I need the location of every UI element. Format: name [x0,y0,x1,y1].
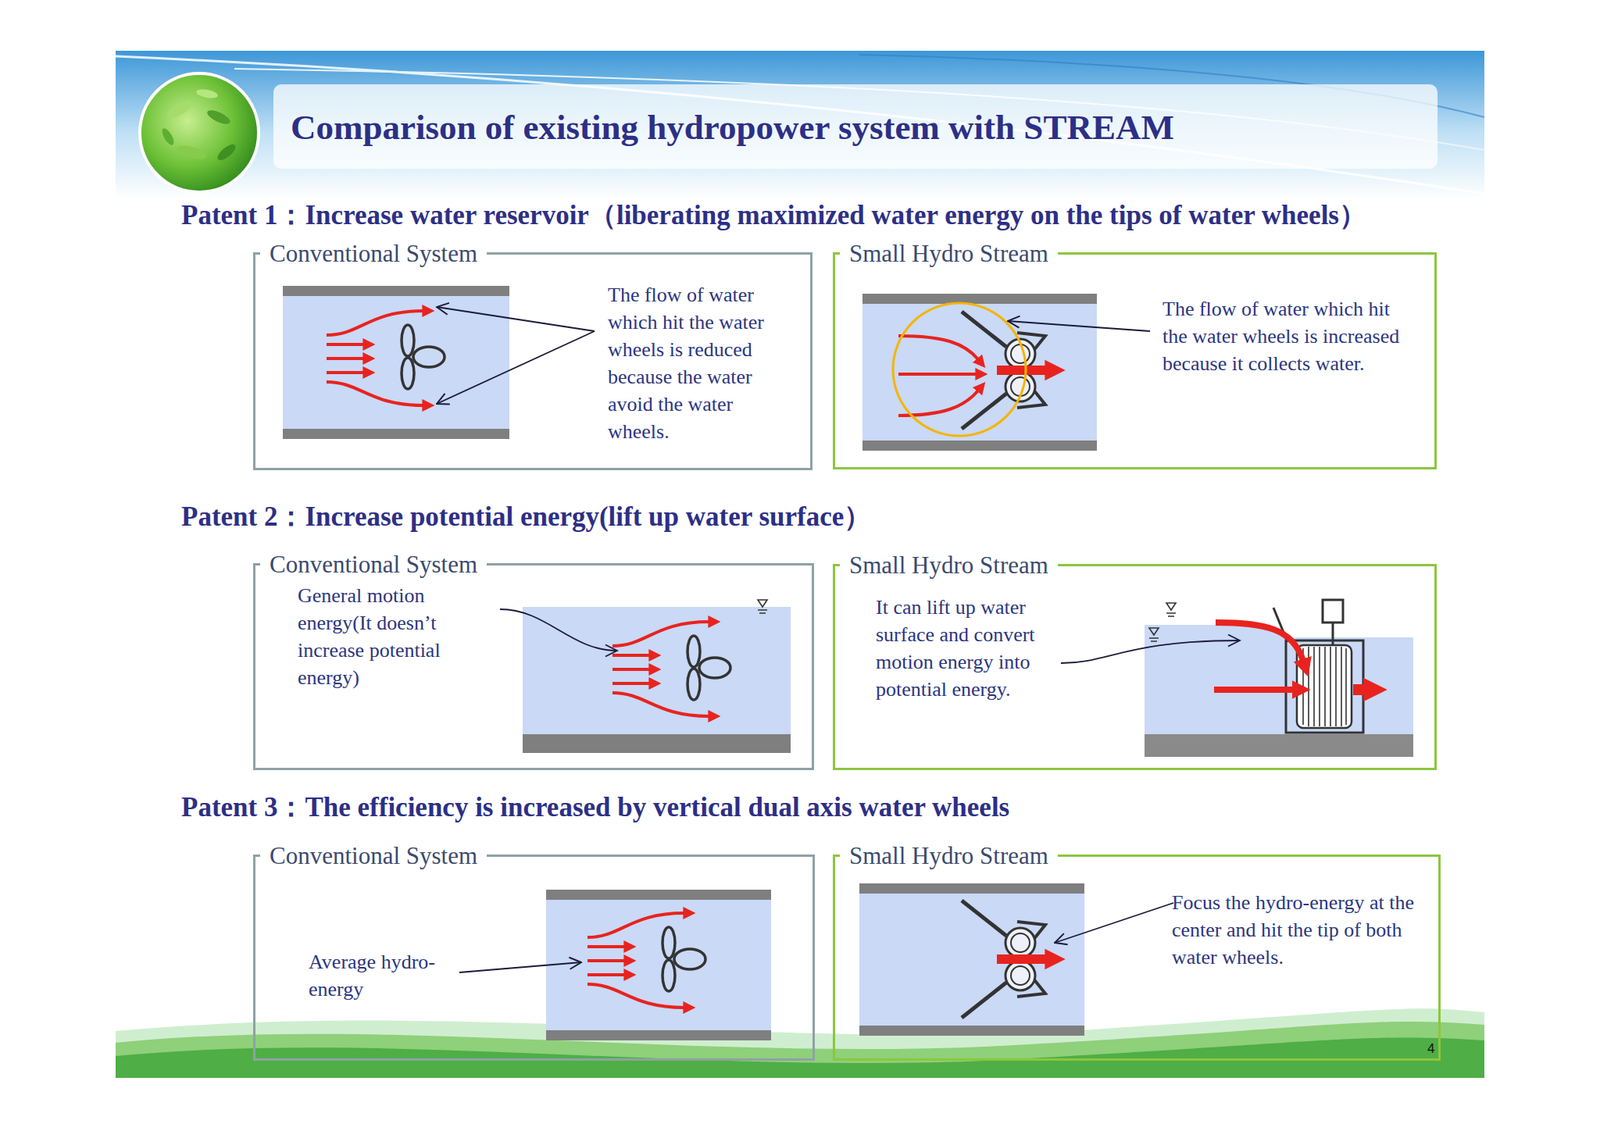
stream-illustration-3 [859,1025,1085,1036]
stream-illustration-2 [1332,622,1335,646]
stream-illustration-3 [859,883,1174,1036]
conventional-illustration-2 [522,607,791,754]
system-panel: Small Hydro StreamIt can lift up water s… [832,564,1437,771]
system-panel: Conventional SystemGeneral motion energy… [253,563,815,771]
stream-illustration-1 [961,311,1047,429]
conventional-illustration-3 [546,889,772,900]
stream-illustration-2 [1166,603,1176,617]
stream-illustration-2 [1144,734,1414,758]
stream-illustration-1 [862,440,1097,451]
callout-text: The flow of water which hit the water wh… [1162,295,1401,378]
stream-illustration-2 [1144,637,1414,758]
conventional-illustration-1 [436,307,595,332]
conventional-illustration-1 [436,331,595,404]
conventional-illustration-1 [282,285,595,440]
stream-illustration-1 [862,293,1150,451]
conventional-illustration-1 [282,285,510,297]
conventional-illustration-2 [687,635,731,700]
stream-illustration-1 [892,303,1026,436]
header-decoration [115,50,1485,200]
stream-illustration-2 [1149,628,1159,642]
stream-illustration-2 [1060,640,1240,664]
leaf-emblem [214,141,238,163]
callout-text: Average hydro-energy [308,948,442,1004]
stream-illustration-1 [862,293,1097,304]
page-number: 4 [1427,1041,1435,1058]
panel-heading: Small Hydro Stream [839,551,1058,580]
panel-heading: Conventional System [260,239,487,268]
leaf-emblem [160,126,177,147]
patent-heading: Patent 1：Increase water reservoir（libera… [181,199,1367,233]
patent-heading: Patent 3：The efficiency is increased by … [181,791,1010,825]
stream-illustration-3 [859,883,1085,1036]
conventional-illustration-1 [282,285,510,440]
stream-illustration-3 [961,900,1047,1018]
conventional-illustration-3 [459,962,582,973]
header-decoration [273,84,1438,169]
footer-waves [115,1008,1485,1079]
conventional-illustration-1 [401,325,445,390]
conventional-illustration-2 [500,600,791,754]
stream-illustration-2 [1149,628,1159,642]
leaf-emblem [139,73,259,193]
stream-illustration-1 [1007,321,1150,332]
footer-waves [115,1008,1485,1079]
stream-illustration-2 [1353,684,1366,696]
stream-illustration-3 [961,900,1047,1018]
callout-text: General motion energy(It doesn’t increas… [297,582,470,692]
stream-illustration-2 [1215,622,1304,661]
stream-illustration-1 [862,293,1097,451]
conventional-illustration-2 [522,734,791,754]
panel-heading: Conventional System [260,842,487,871]
stream-illustration-1 [898,335,979,360]
patent-heading: Patent 2：Increase potential energy(lift … [181,500,872,534]
conventional-illustration-3 [546,889,772,1041]
panel-heading: Conventional System [260,550,487,579]
stream-illustration-1 [961,311,1047,429]
conventional-illustration-3 [587,913,706,1008]
leaf-emblem [175,142,208,162]
stream-illustration-2 [1214,686,1294,693]
footer-waves [115,1021,1485,1079]
stream-illustration-2 [1166,603,1176,617]
footer-waves [115,1037,1485,1079]
conventional-illustration-2 [757,600,768,614]
leaf-emblem [139,73,259,193]
stream-illustration-2 [1303,646,1347,727]
leaf-emblem [195,88,218,100]
conventional-illustration-2 [757,600,768,614]
callout-text: It can lift up water surface and convert… [875,593,1068,704]
conventional-illustration-3 [459,889,772,1041]
conventional-illustration-3 [662,927,706,992]
stream-illustration-1 [898,390,979,416]
system-panel: Conventional SystemThe flow of water whi… [253,252,813,471]
conventional-illustration-1 [326,310,445,406]
conventional-illustration-1 [282,428,510,440]
conventional-illustration-3 [546,1030,772,1041]
system-panel: Small Hydro StreamThe flow of water whic… [832,252,1437,470]
conventional-illustration-2 [500,609,618,651]
stream-illustration-3 [859,883,1085,894]
stream-illustration-2 [1322,600,1343,623]
slide-title: Comparison of existing hydropower system… [290,106,1175,149]
header-decoration [115,56,1485,194]
stream-illustration-1 [898,372,977,376]
stream-illustration-2 [1060,600,1414,758]
leaf-emblem [164,97,195,122]
conventional-illustration-2 [612,621,731,717]
system-panel: Small Hydro StreamFocus the hydro-energy… [832,854,1441,1061]
callout-text: The flow of water which hit the water wh… [607,281,800,446]
system-panel: Conventional SystemAverage hydro-energy [253,854,815,1061]
leaf-emblem [205,107,233,127]
panel-heading: Small Hydro Stream [839,239,1058,268]
panel-heading: Small Hydro Stream [839,842,1058,871]
stream-illustration-3 [1054,903,1174,943]
callout-text: Focus the hydro-energy at the center and… [1171,889,1426,972]
header-decoration [115,50,1485,200]
